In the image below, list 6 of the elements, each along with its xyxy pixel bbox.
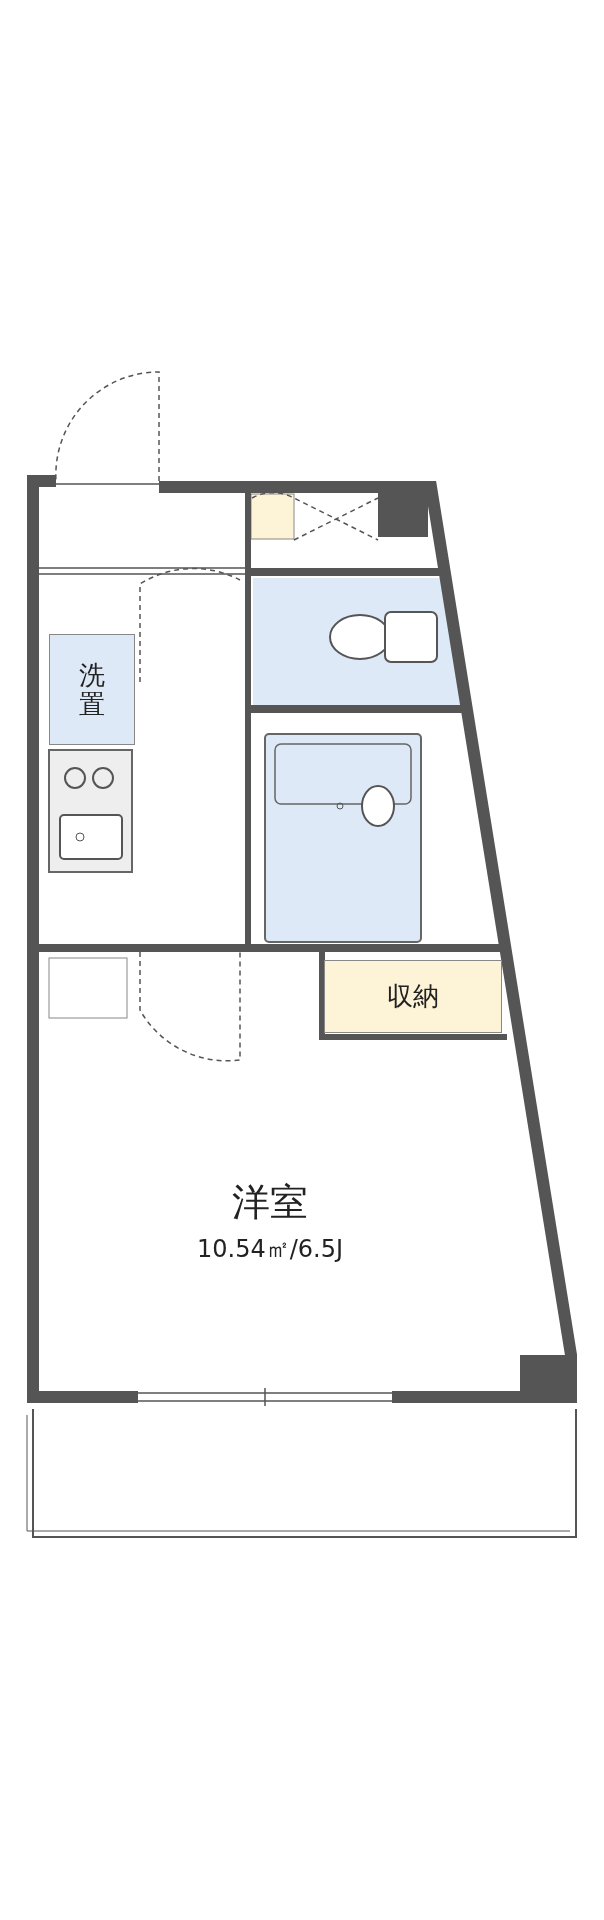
room-label: 洗置 [79, 660, 105, 719]
room-label: 洋室 [232, 1178, 308, 1226]
area-label: 10.54㎡/6.5J [196, 1233, 343, 1265]
room-label: 収納 [387, 980, 439, 1013]
room-area [324, 960, 502, 1033]
room-area [49, 634, 135, 745]
